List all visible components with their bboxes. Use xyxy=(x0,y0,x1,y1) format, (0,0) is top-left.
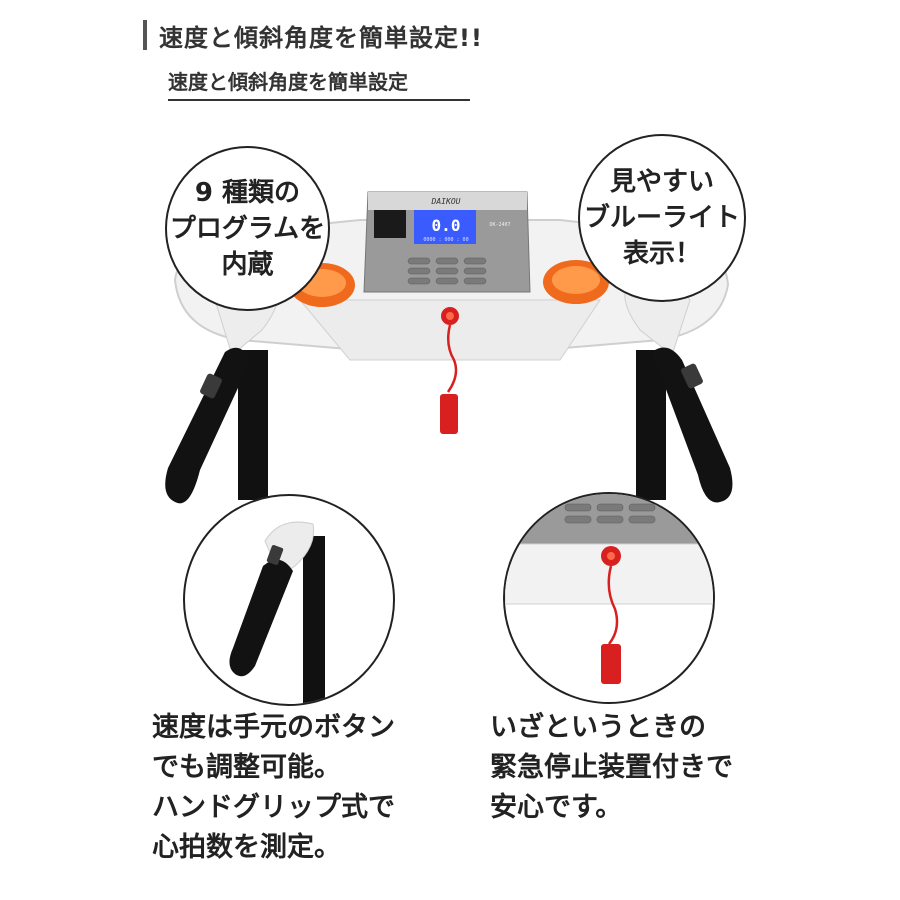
right-handlebar xyxy=(652,347,733,503)
lcd-readout: 0.0 xyxy=(432,216,461,235)
subheading: 速度と傾斜角度を簡単設定 xyxy=(168,66,470,101)
safety-clip xyxy=(440,394,458,434)
grip-closeup-illustration xyxy=(229,521,325,704)
heading: 速度と傾斜角度を簡単設定!! xyxy=(143,18,483,52)
safety-cord xyxy=(446,324,458,393)
heading-bar xyxy=(143,20,147,50)
right-grip-button xyxy=(681,363,703,389)
spec-label xyxy=(374,210,406,238)
lcd-screen xyxy=(414,210,476,244)
console-brand: DAIKOU xyxy=(431,197,461,206)
left-grip-button xyxy=(200,373,222,399)
emergency-closeup xyxy=(503,492,715,704)
grip-closeup xyxy=(183,494,395,706)
console-model: DK-2407 xyxy=(489,222,510,228)
emergency-closeup-illustration xyxy=(505,494,713,684)
left-handlebar xyxy=(165,347,250,504)
heading-text: 速度と傾斜角度を簡単設定!! xyxy=(159,23,483,52)
programs-bubble-text: 9 種類の プログラムを 内蔵 xyxy=(169,177,326,280)
display-bubble: 見やすい ブルーライト 表示！ xyxy=(578,134,746,302)
grip-caption: 速度は手元のボタン でも調整可能。 ハンドグリップ式で 心拍数を測定。 xyxy=(152,712,395,863)
emergency-caption: いざというときの 緊急停止装置付きで 安心です。 xyxy=(490,712,733,823)
lcd-small: 0000 : 000 : 00 xyxy=(423,237,468,243)
console-buttons xyxy=(407,257,487,285)
display-bubble-text: 見やすい ブルーライト 表示！ xyxy=(583,167,740,269)
programs-bubble: 9 種類の プログラムを 内蔵 xyxy=(165,146,330,311)
